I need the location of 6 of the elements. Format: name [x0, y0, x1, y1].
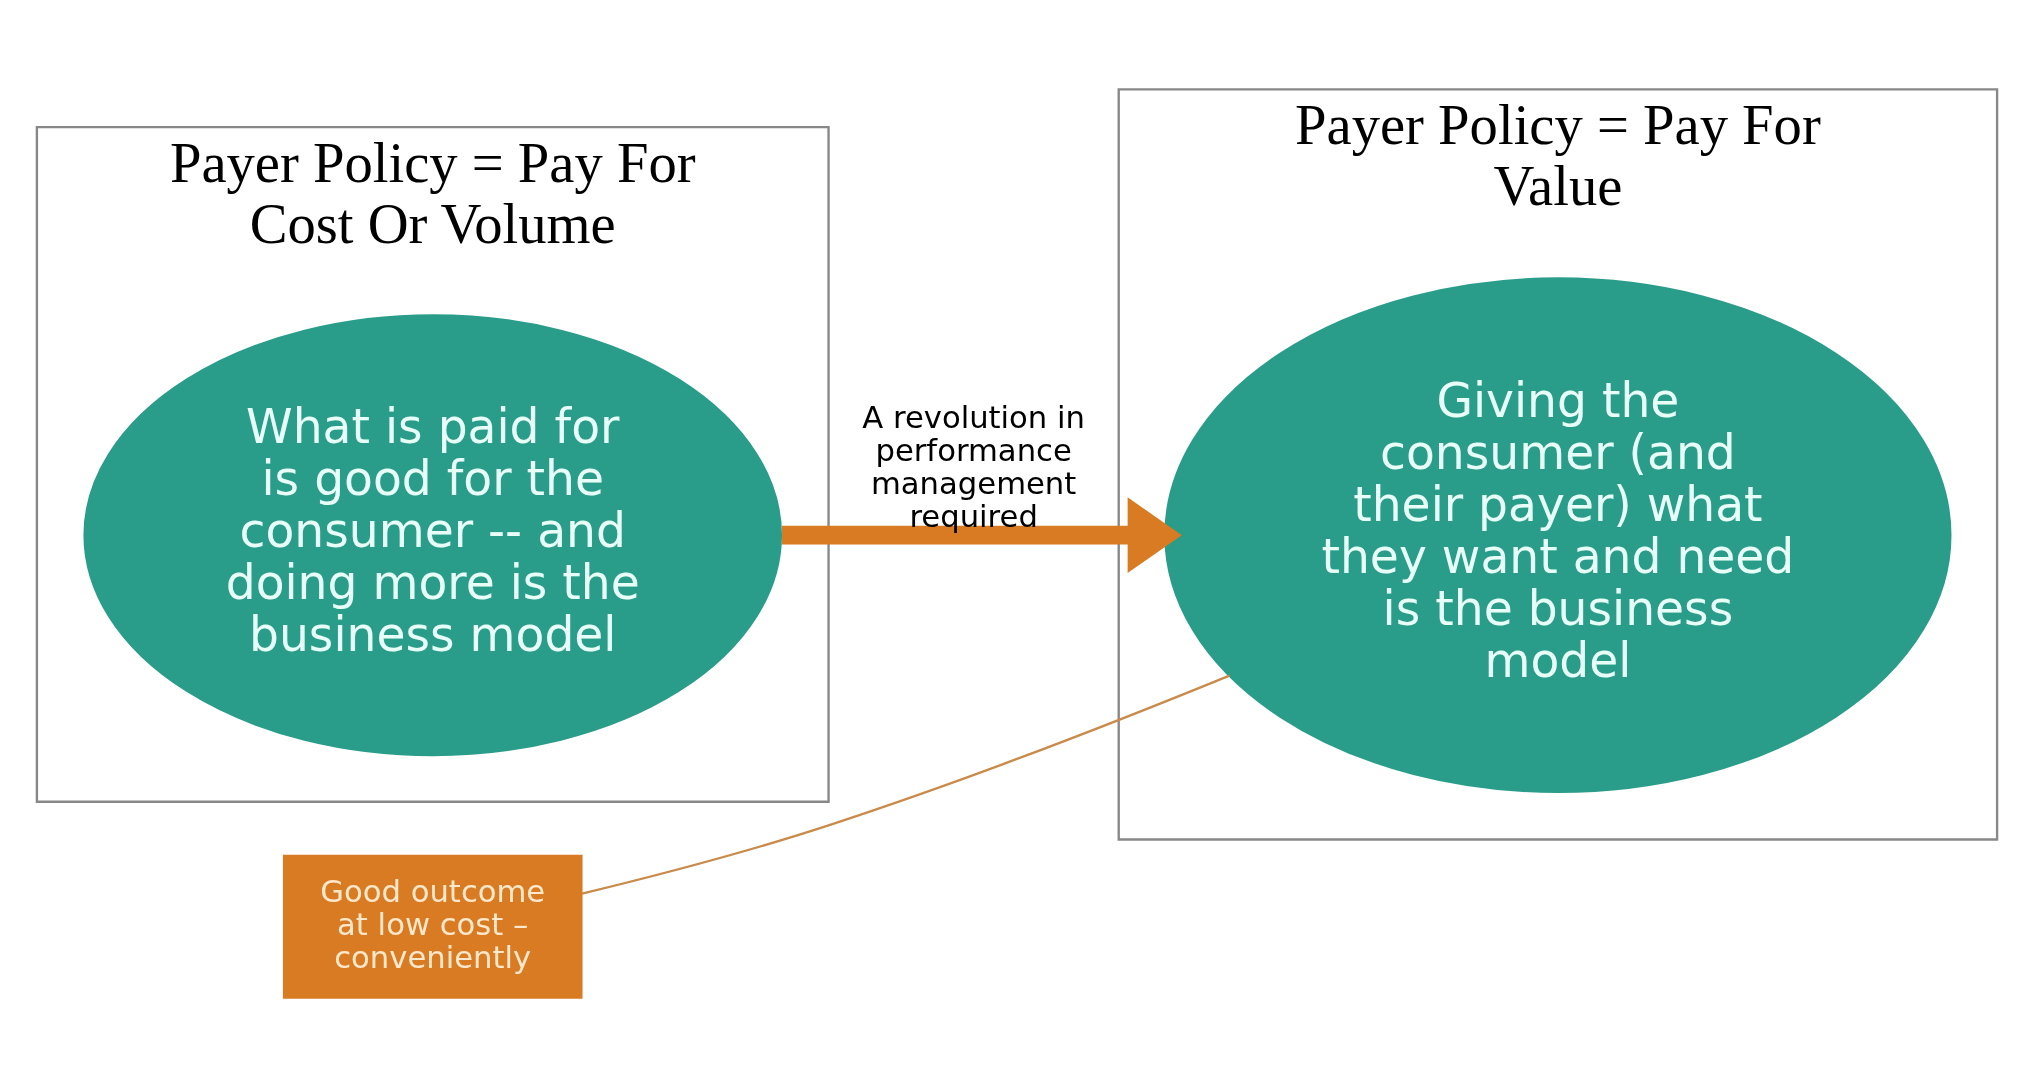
- connector: [581, 674, 1230, 895]
- arrow: [781, 497, 1182, 574]
- node-ellipse: Giving the consumer (and their payer) what they want and need is the business model: [1164, 277, 1952, 793]
- node-box: Good outcome at low cost – conveniently: [282, 854, 583, 999]
- node-ellipse: What is paid for is good for the consumer -- and doing more is the business model: [83, 314, 783, 757]
- edge-label: A revolution in performance management required: [862, 399, 1086, 534]
